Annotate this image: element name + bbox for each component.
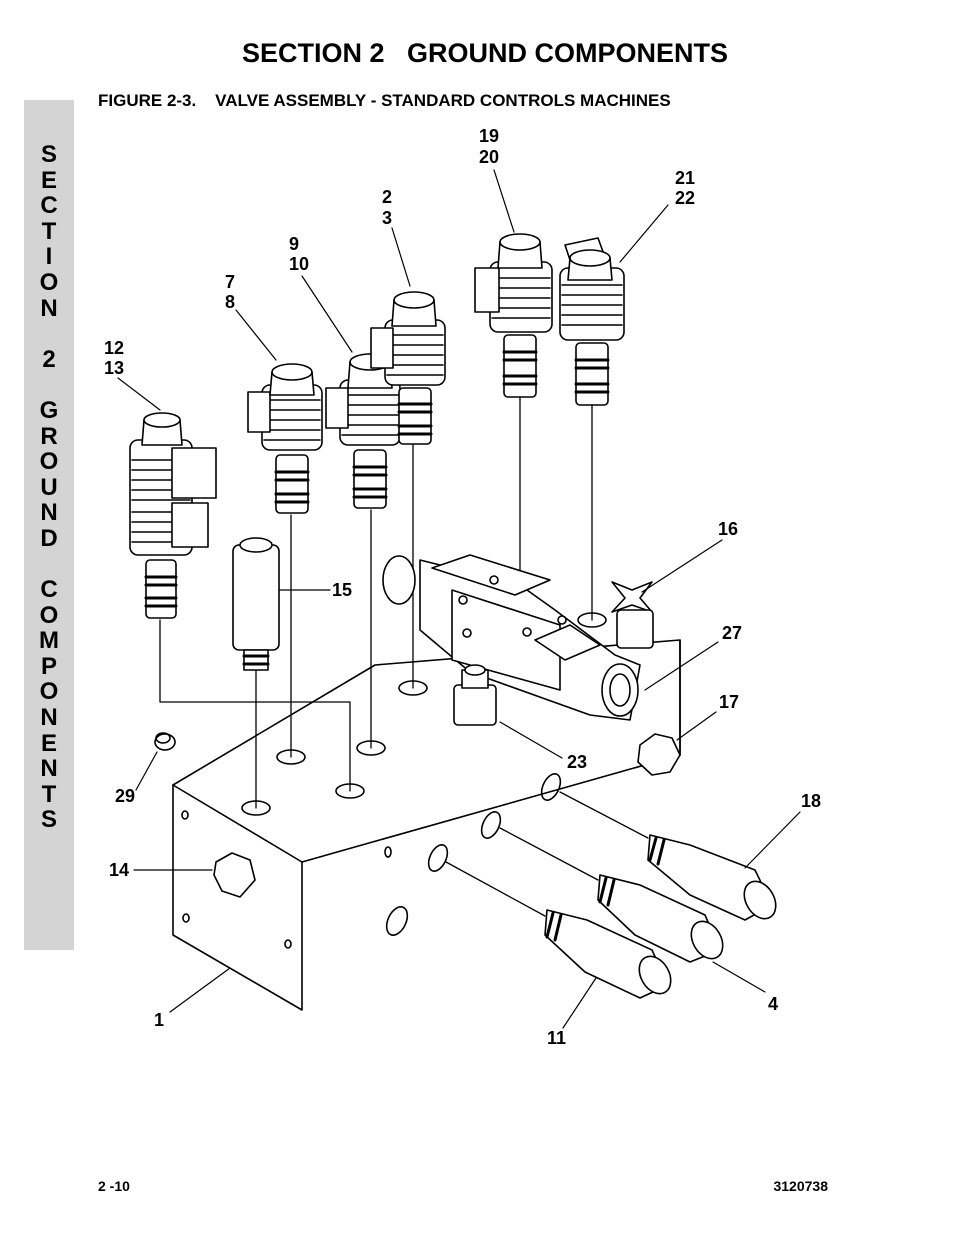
document-number: 3120738 (773, 1178, 828, 1194)
callout-23: 23 (567, 752, 587, 772)
manual-valve-16 (611, 581, 654, 649)
section-title: SECTION 2 GROUND COMPONENTS (241, 38, 729, 68)
callout-12: 12 (104, 338, 124, 358)
solenoid-valve-9-10 (325, 353, 401, 509)
callout-3: 3 (382, 208, 392, 228)
manifold-block (172, 612, 681, 1011)
callout-leaders (117, 169, 801, 1029)
callout-20: 20 (479, 147, 499, 167)
side-tab-letter: O (39, 268, 59, 296)
figure-title: FIGURE 2-3. VALVE ASSEMBLY - STANDARD CO… (98, 91, 671, 110)
plug-29 (154, 732, 176, 751)
check-valve-15 (232, 537, 280, 671)
side-tab-letter: U (40, 473, 58, 501)
callout-7: 7 (225, 272, 235, 292)
side-tab-letter: N (40, 704, 58, 732)
solenoid-valve-2-3 (370, 291, 446, 445)
cartridge-11 (544, 909, 672, 999)
side-tab-letter: N (40, 294, 58, 322)
plug-17 (637, 733, 681, 776)
callout-15: 15 (332, 580, 352, 600)
side-tab-letter: R (40, 422, 58, 450)
side-tab-letter: O (39, 678, 59, 706)
callout-11: 11 (547, 1028, 566, 1048)
side-tab-letter: E (40, 729, 57, 757)
side-tab-letter: C (40, 192, 58, 220)
callout-18: 18 (801, 791, 821, 811)
callout-4: 4 (768, 994, 778, 1014)
page-number: 2 -10 (98, 1178, 130, 1194)
callout-10: 10 (289, 254, 309, 274)
side-tab-letter: O (39, 448, 59, 476)
side-tab-letter: E (40, 166, 57, 194)
side-tab-letter: T (41, 780, 57, 808)
callout-8: 8 (225, 292, 235, 312)
side-tab-letter: M (39, 627, 59, 655)
callout-13: 13 (104, 358, 124, 378)
callout-21: 21 (675, 168, 695, 188)
callout-labels: 19 20 21 22 2 3 9 10 7 8 12 13 15 16 27 … (104, 126, 821, 1048)
side-tab-letter: P (40, 652, 57, 680)
callout-1: 1 (154, 1010, 164, 1030)
cartridge-4 (597, 874, 724, 963)
solenoid-valve-12-13 (129, 412, 217, 619)
side-tab-letter: O (39, 601, 59, 629)
cartridge-18 (647, 834, 777, 921)
side-tab-letter: S (40, 141, 57, 168)
side-tab-letter: N (40, 499, 58, 527)
callout-27: 27 (722, 623, 742, 643)
solenoid-valve-7-8 (247, 363, 323, 514)
valve-23 (453, 664, 497, 726)
side-tab-letter: C (40, 576, 58, 604)
callout-22: 22 (675, 188, 695, 208)
callout-9: 9 (289, 234, 299, 254)
solenoid-valve-21-22 (559, 237, 625, 406)
callout-16: 16 (718, 519, 738, 539)
side-tab-letter: S (40, 806, 57, 834)
side-tab-letter: N (40, 755, 58, 783)
solenoid-valve-19-20 (474, 233, 553, 398)
callout-17: 17 (719, 692, 739, 712)
callout-14: 14 (109, 860, 129, 880)
side-tab-letter: T (41, 217, 57, 245)
callout-19: 19 (479, 126, 499, 146)
callout-29: 29 (115, 786, 135, 806)
side-tab-letter: G (39, 396, 59, 424)
side-tab-letter: D (40, 524, 58, 552)
side-tab-letter: 2 (42, 345, 56, 373)
side-tab-letter: I (45, 243, 53, 271)
port-leader-lines (445, 791, 649, 917)
callout-2: 2 (382, 187, 392, 207)
